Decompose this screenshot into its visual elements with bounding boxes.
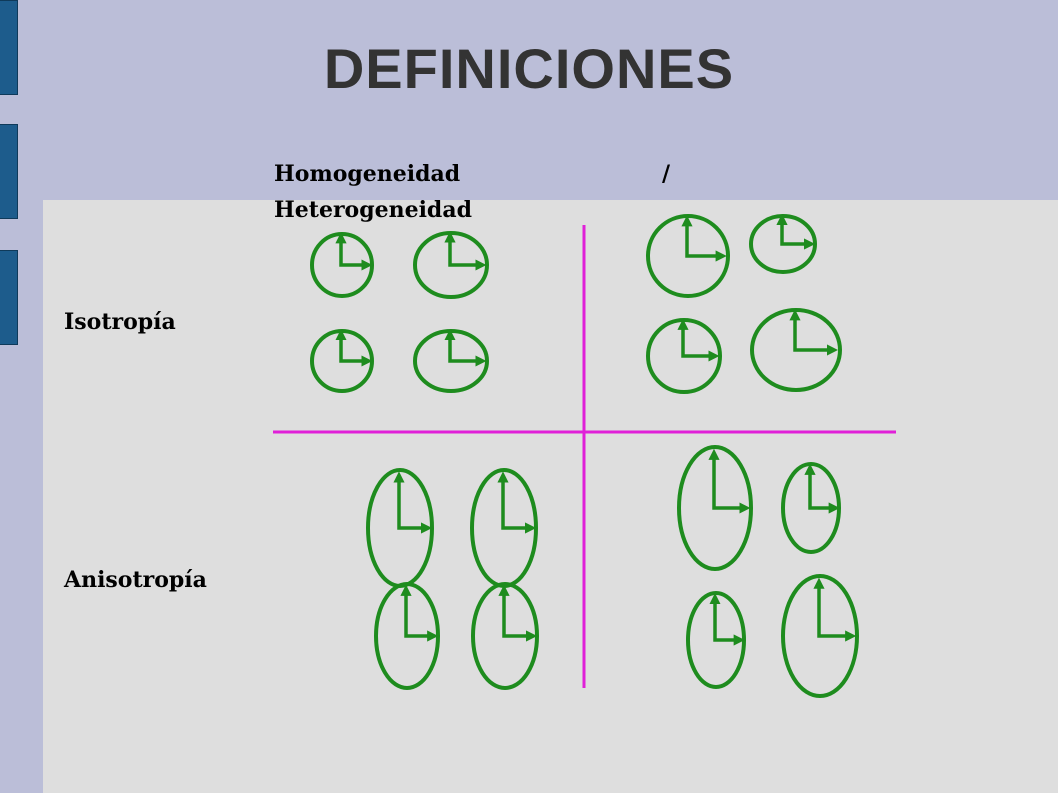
clock-isotropic-homogeneous-3 (310, 328, 374, 393)
clock-hands (393, 471, 433, 534)
clock-hands (497, 471, 537, 534)
clock-hands (804, 463, 840, 514)
clock-hands (709, 593, 745, 646)
clock-isotropic-homogeneous-2 (413, 231, 489, 299)
clock-hands (444, 328, 487, 367)
clock-isotropic-heterogeneous-4 (750, 308, 842, 392)
clock-isotropic-homogeneous-4 (413, 328, 489, 393)
clock-isotropic-homogeneous-1 (310, 232, 374, 298)
column-header-heterogeneity: Heterogeneidad (274, 197, 472, 223)
clock-hands (813, 577, 857, 642)
clock-glyphs (310, 213, 859, 698)
clock-anisotropic-homogeneous-1 (366, 468, 434, 588)
clock-face (677, 445, 753, 571)
clock-hands (708, 448, 751, 514)
clock-isotropic-heterogeneous-3 (646, 318, 722, 394)
slide-content-area (43, 200, 1058, 793)
column-header-separator: / (662, 161, 671, 187)
clock-hands (335, 232, 373, 271)
clock-hands (400, 584, 439, 642)
clock-isotropic-heterogeneous-1 (646, 214, 730, 298)
clock-anisotropic-homogeneous-3 (374, 582, 440, 690)
clock-hands (776, 213, 816, 250)
clock-hands (681, 215, 727, 262)
accent-bar-3 (0, 250, 18, 345)
clock-face (781, 574, 859, 698)
accent-bar-2 (0, 124, 18, 219)
clock-hands (498, 584, 538, 642)
clock-isotropic-heterogeneous-2 (749, 213, 817, 274)
slide-header-background (0, 0, 1058, 200)
clock-anisotropic-homogeneous-4 (471, 582, 539, 690)
clock-hands (789, 309, 839, 356)
row-label-isotropy: Isotropía (64, 309, 176, 335)
accent-bar-1 (0, 0, 18, 95)
clock-anisotropic-heterogeneous-1 (677, 445, 753, 571)
row-label-anisotropy: Anisotropía (64, 567, 207, 593)
clock-hands (444, 231, 487, 271)
slide-title: DEFINICIONES (323, 37, 735, 100)
clock-anisotropic-homogeneous-2 (470, 468, 538, 588)
clock-hands (677, 318, 720, 362)
clock-anisotropic-heterogeneous-4 (781, 574, 859, 698)
clock-anisotropic-heterogeneous-3 (686, 591, 746, 689)
clock-anisotropic-heterogeneous-2 (781, 462, 841, 554)
clock-hands (335, 328, 373, 367)
column-header-homogeneity: Homogeneidad (274, 161, 461, 187)
